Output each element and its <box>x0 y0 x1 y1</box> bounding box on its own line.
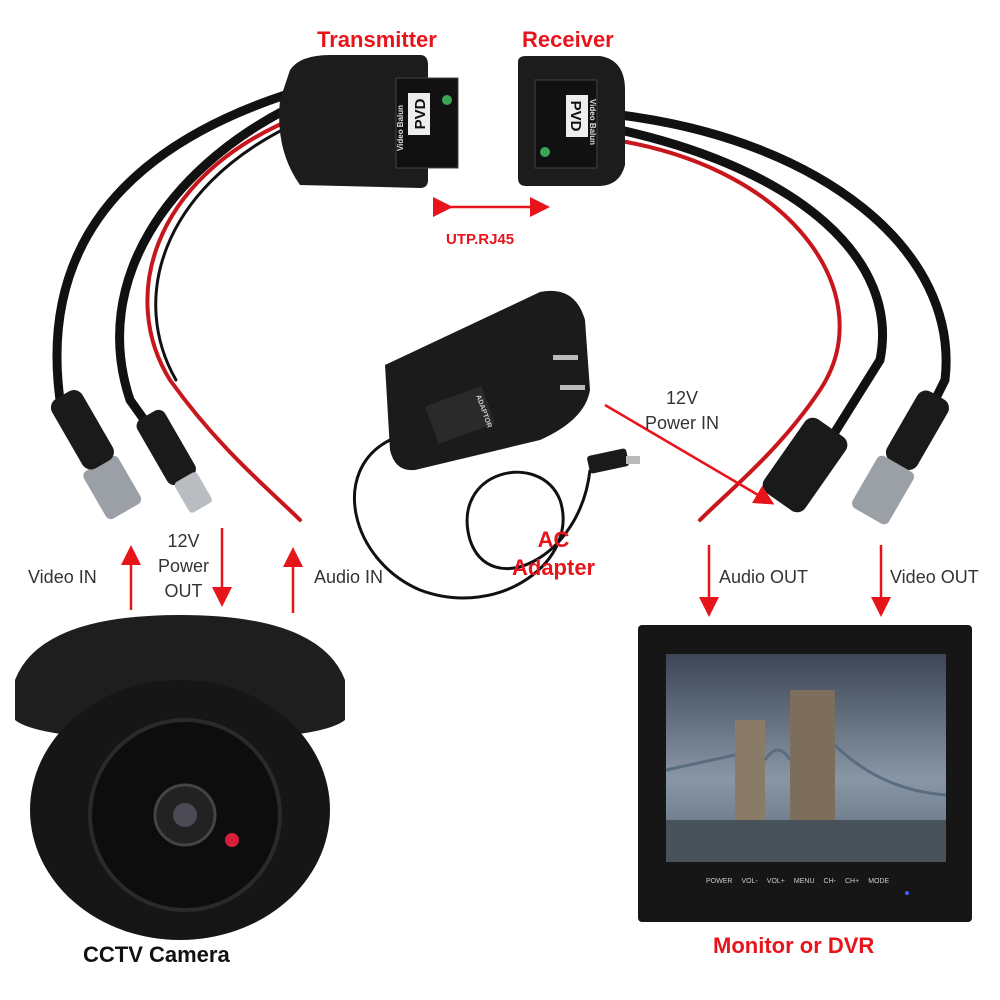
audio-in-label: Audio IN <box>314 567 384 587</box>
power-out-line2: Power <box>158 556 210 576</box>
power-in-label: 12V Power IN <box>645 386 719 436</box>
power-in-line2: Power IN <box>645 413 720 433</box>
ac-line2: Adapter <box>512 555 596 580</box>
transmitter-balun-caption: Video Balun <box>396 105 405 151</box>
power-in-line1: 12V <box>666 388 699 408</box>
power-button: POWER <box>706 878 733 885</box>
receiver-balun: PVD Video Balun <box>518 56 625 186</box>
ac-adapter-label: AC Adapter <box>512 526 595 582</box>
cctv-camera-label: CCTV Camera <box>83 942 230 967</box>
vol-down-button: VOL- <box>741 878 758 885</box>
vol-up-button: VOL+ <box>766 878 785 885</box>
transmitter-cables <box>52 90 302 522</box>
transmitter-balun-brand: PVD <box>412 98 429 129</box>
connection-arrows <box>121 403 891 617</box>
cctv-camera <box>15 615 345 940</box>
transmitter-balun: Video Balun PVD <box>279 55 459 188</box>
receiver-label: Receiver <box>522 27 614 52</box>
ch-down-button: CH- <box>823 878 836 885</box>
monitor <box>638 625 972 922</box>
receiver-balun-caption: Video Balun <box>588 99 597 145</box>
monitor-buttons: POWER VOL- VOL+ MENU CH- CH+ MODE <box>706 878 889 885</box>
dc-plug-left <box>136 409 212 513</box>
video-out-label: Video OUT <box>890 567 979 587</box>
power-out-line1: 12V <box>167 531 200 551</box>
transmitter-label: Transmitter <box>317 27 437 52</box>
video-in-label: Video IN <box>28 567 97 587</box>
ac-line1: AC <box>537 527 570 552</box>
power-out-label: 12V Power OUT <box>158 529 209 604</box>
audio-out-label: Audio OUT <box>719 567 809 587</box>
dc-jack-right <box>762 417 848 513</box>
utp-label: UTP.RJ45 <box>446 231 515 248</box>
power-out-line3: OUT <box>164 581 203 601</box>
bnc-connector-right <box>852 390 949 525</box>
ch-up-button: CH+ <box>844 878 860 885</box>
mode-button: MODE <box>868 878 890 885</box>
monitor-label: Monitor or DVR <box>713 933 875 958</box>
ac-adapter: ADAPTOR <box>353 290 640 600</box>
receiver-cables <box>613 110 951 522</box>
receiver-balun-brand: PVD <box>567 101 584 132</box>
bnc-connector-left <box>50 390 142 520</box>
menu-button: MENU <box>793 878 815 885</box>
